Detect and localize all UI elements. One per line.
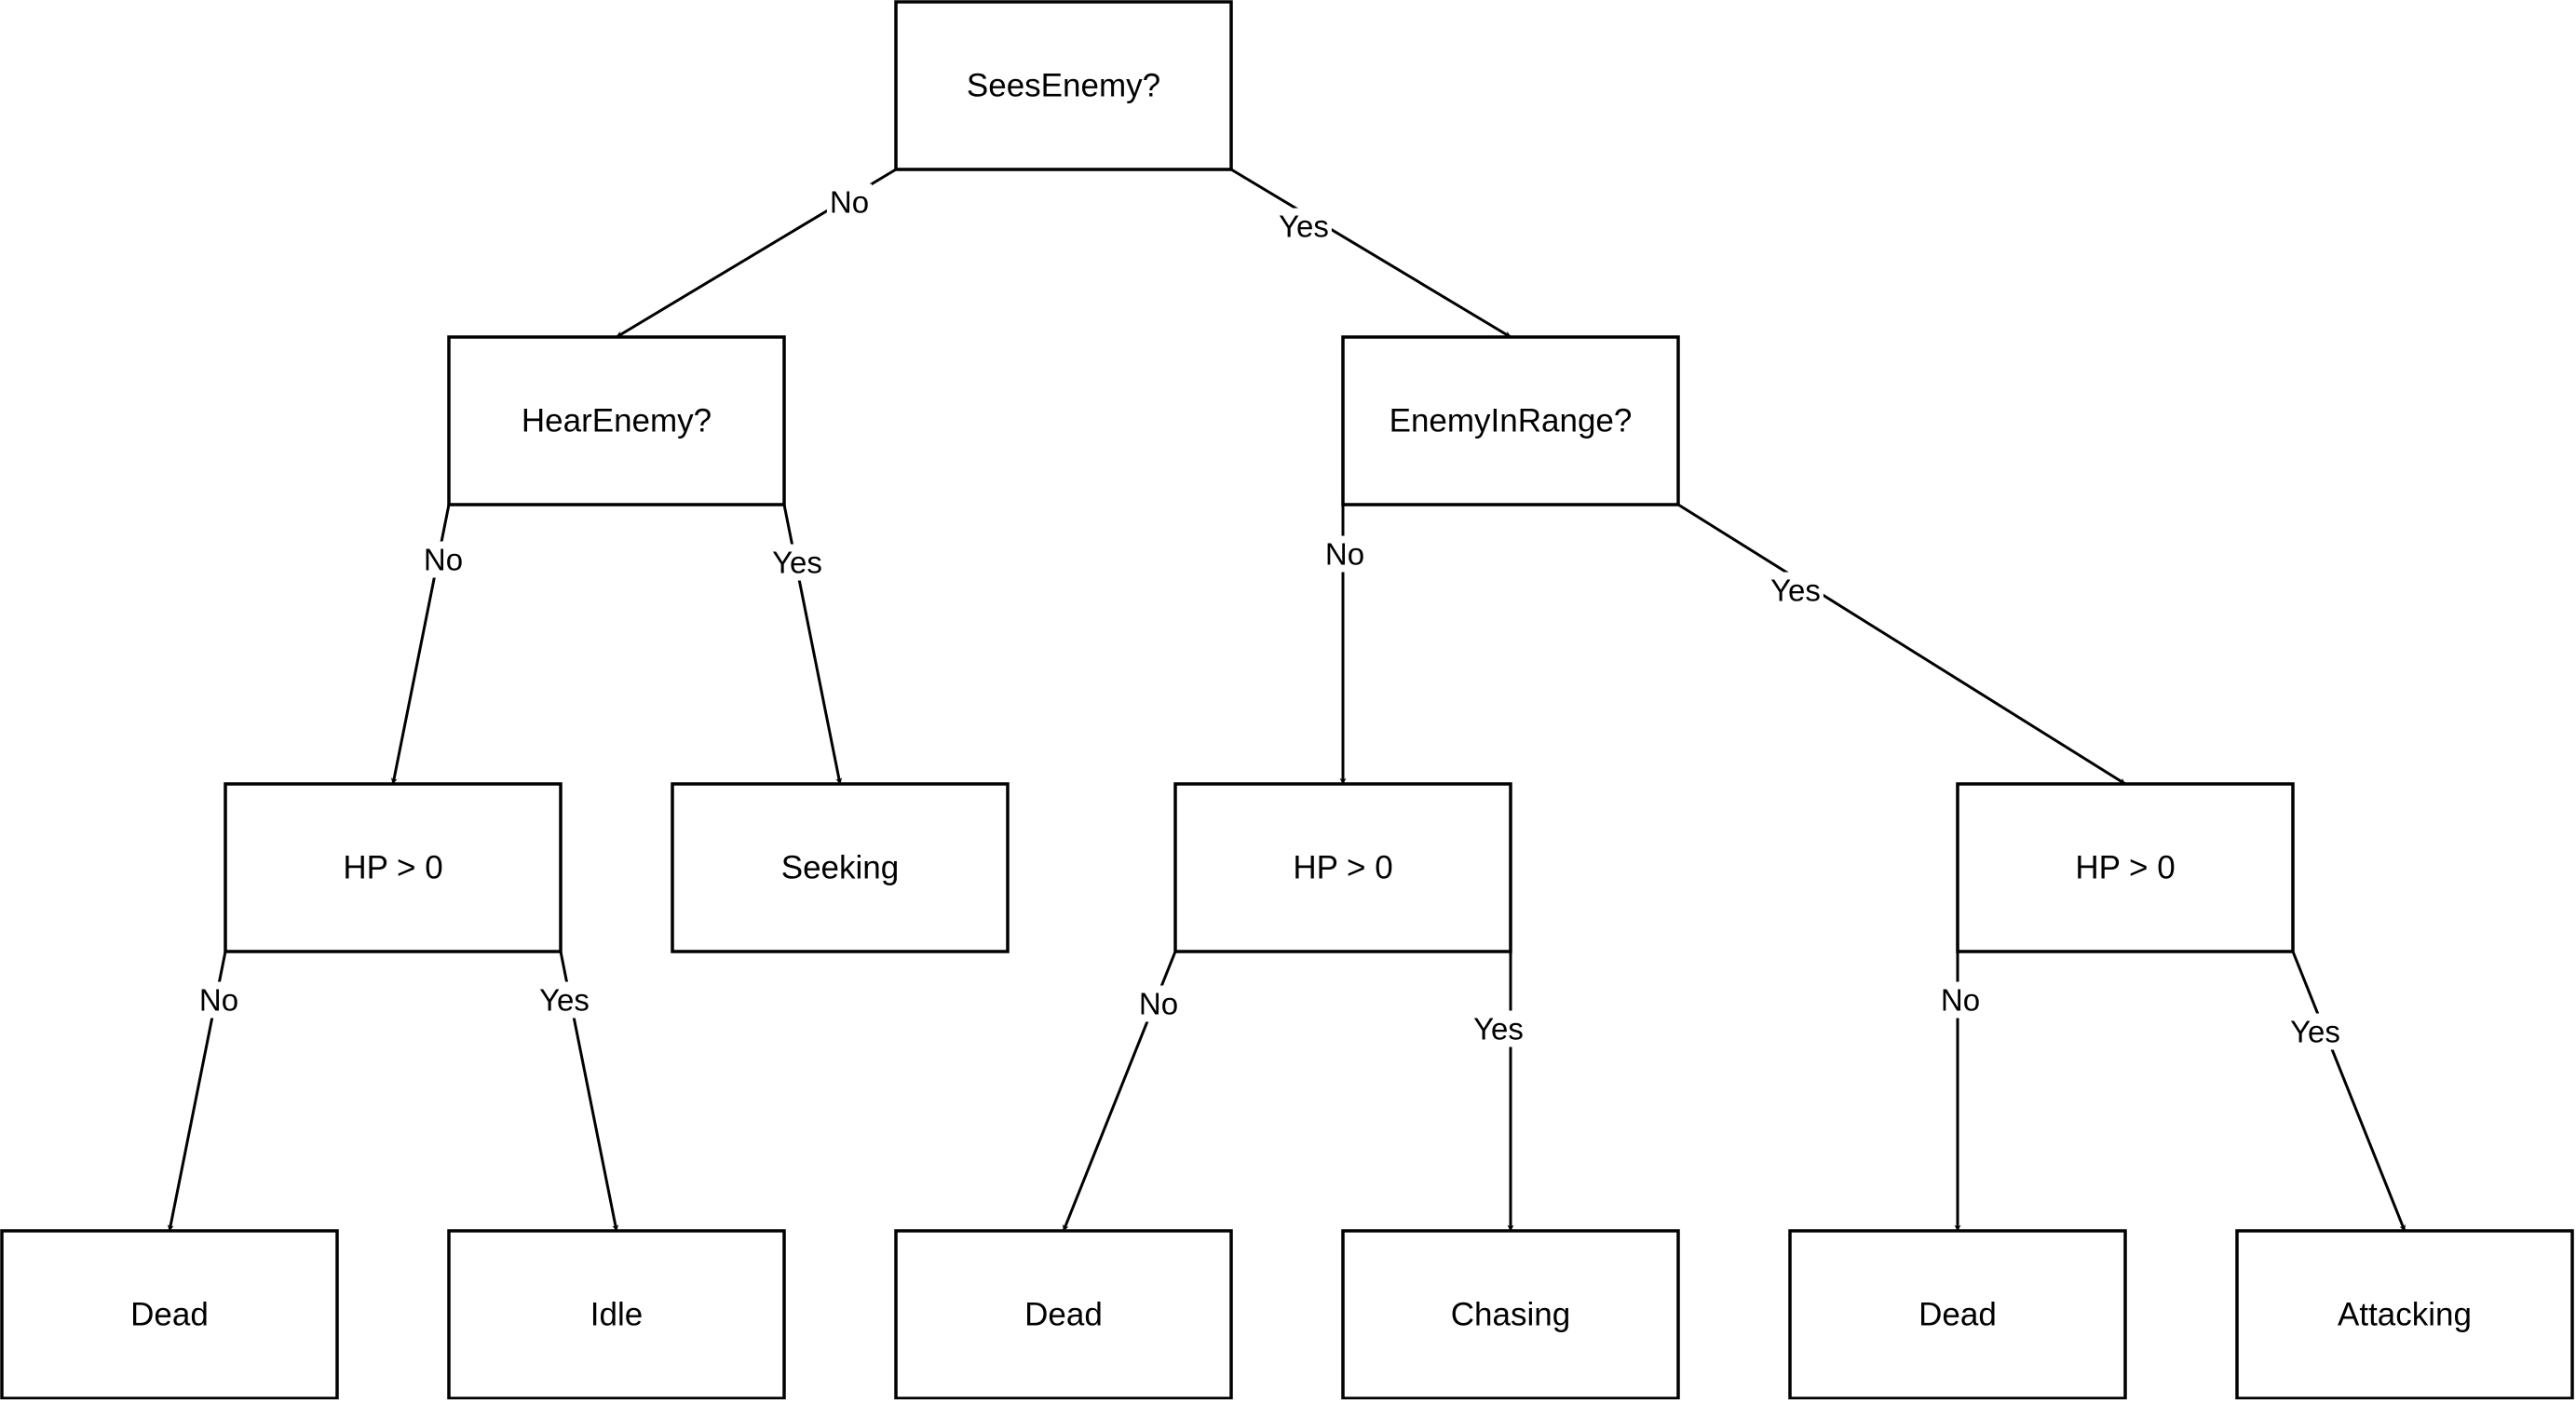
node-label: Idle xyxy=(590,1297,643,1333)
node-box xyxy=(447,335,786,506)
edge-label-background xyxy=(420,541,467,578)
node-hp-mid: HP > 0 xyxy=(1173,782,1512,953)
node-dead-2: Dead xyxy=(894,1229,1233,1400)
edge-label-background xyxy=(196,981,242,1019)
edge-label-background xyxy=(1322,535,1368,573)
edge-label-no: No xyxy=(420,541,467,578)
node-label: HearEnemy? xyxy=(522,403,712,439)
edge-label-text: No xyxy=(1325,537,1364,572)
node-label: Dead xyxy=(1024,1297,1103,1333)
edge-label-yes: Yes xyxy=(1276,208,1332,245)
edge-label-no: No xyxy=(826,183,873,221)
node-box xyxy=(1341,1229,1680,1400)
node-box xyxy=(1788,1229,2127,1400)
edge-label-text: Yes xyxy=(1770,574,1821,608)
node-box xyxy=(447,1229,786,1400)
node-label: HP > 0 xyxy=(1293,850,1392,886)
edge-label-background xyxy=(826,183,873,221)
edge-label-background xyxy=(1276,208,1332,245)
node-box xyxy=(1173,782,1512,953)
node-label: Dead xyxy=(1918,1297,1997,1333)
edge-label-text: Yes xyxy=(1473,1012,1524,1046)
edge-label-no: No xyxy=(1322,535,1368,573)
edge-label-background xyxy=(769,544,825,581)
node-label: EnemyInRange? xyxy=(1390,403,1633,439)
edge-label-yes: Yes xyxy=(769,544,825,581)
node-box xyxy=(894,0,1233,171)
edge-label-yes: Yes xyxy=(1768,572,1824,609)
edge-label-no: No xyxy=(1135,985,1182,1022)
edge-label-text: No xyxy=(1941,983,1980,1018)
edge-label-text: Yes xyxy=(1279,209,1329,244)
node-hp-left: HP > 0 xyxy=(224,782,563,953)
edge-label-yes: Yes xyxy=(2287,1013,2343,1050)
node-label: HP > 0 xyxy=(2075,850,2175,886)
edge-label-background xyxy=(1135,985,1182,1022)
edge-label-text: Yes xyxy=(539,983,590,1018)
edge-label-no: No xyxy=(196,981,242,1019)
edge-arrow-enemy-in-range-to-hp-right xyxy=(1677,503,2126,786)
node-chasing: Chasing xyxy=(1341,1229,1680,1400)
edge-label-text: No xyxy=(424,543,463,577)
edge-label-yes: Yes xyxy=(536,981,592,1019)
node-box xyxy=(671,782,1010,953)
edge-label-background xyxy=(536,981,592,1019)
edge-label-background xyxy=(1768,572,1824,609)
node-box xyxy=(224,782,563,953)
node-box xyxy=(2235,1229,2574,1400)
edge-label-no: No xyxy=(1937,981,1984,1019)
edges-layer xyxy=(167,168,2407,1232)
node-box xyxy=(0,1229,339,1400)
node-label: SeesEnemy? xyxy=(967,68,1160,104)
node-hear-enemy: HearEnemy? xyxy=(447,335,786,506)
edge-label-yes: Yes xyxy=(1471,1010,1526,1047)
edge-label-text: No xyxy=(830,185,869,220)
node-label: Chasing xyxy=(1451,1297,1570,1333)
node-seeking: Seeking xyxy=(671,782,1010,953)
edge-label-text: Yes xyxy=(772,546,822,580)
edge-label-text: No xyxy=(1139,987,1178,1021)
node-enemy-in-range: EnemyInRange? xyxy=(1341,335,1680,506)
node-hp-right: HP > 0 xyxy=(1956,782,2295,953)
node-box xyxy=(1341,335,1680,506)
node-label: Attacking xyxy=(2338,1297,2472,1333)
edge-label-text: Yes xyxy=(2290,1015,2340,1049)
edge-label-background xyxy=(2287,1013,2343,1050)
node-dead-3: Dead xyxy=(1788,1229,2127,1400)
node-box xyxy=(894,1229,1233,1400)
node-label: HP > 0 xyxy=(343,850,442,886)
node-box xyxy=(1956,782,2295,953)
edge-arrow-sees-enemy-to-enemy-in-range xyxy=(1230,168,1512,339)
edge-label-background xyxy=(1937,981,1984,1019)
edge-arrow-hp-right-to-attacking xyxy=(2291,951,2407,1232)
node-sees-enemy: SeesEnemy? xyxy=(894,0,1233,171)
edge-label-text: No xyxy=(199,983,238,1018)
node-attacking: Attacking xyxy=(2235,1229,2574,1400)
node-label: Dead xyxy=(130,1297,209,1333)
node-dead-1: Dead xyxy=(0,1229,339,1400)
edge-label-background xyxy=(1471,1010,1526,1047)
node-idle: Idle xyxy=(447,1229,786,1400)
node-label: Seeking xyxy=(781,850,899,886)
